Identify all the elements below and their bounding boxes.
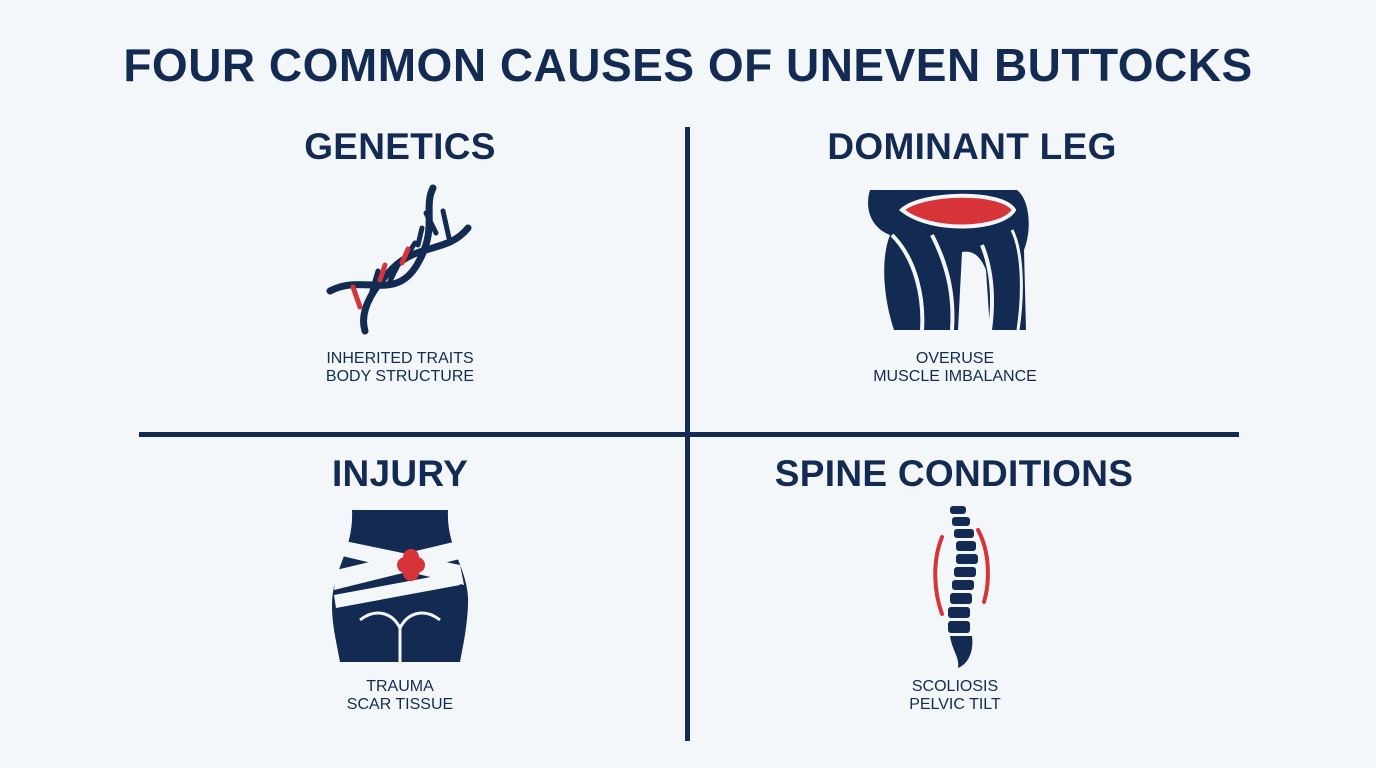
horizontal-divider — [139, 432, 1239, 437]
dna-icon — [326, 184, 472, 335]
detail-line: SCOLIOSIS — [911, 678, 999, 695]
bandaged-hips-icon — [332, 510, 469, 662]
detail-line: SCAR TISSUE — [346, 696, 454, 713]
genetics-details: INHERITED TRAITS BODY STRUCTURE — [150, 350, 650, 386]
quadrant-dominant-leg: DOMINANT LEG — [722, 128, 1222, 165]
detail-line: TRAUMA — [366, 678, 434, 695]
detail-line: MUSCLE IMBALANCE — [873, 368, 1037, 385]
injury-details: TRAUMA SCAR TISSUE — [150, 678, 650, 714]
detail-line: PELVIC TILT — [909, 696, 1001, 713]
spine-icon — [933, 506, 990, 668]
detail-line: INHERITED TRAITS — [326, 350, 474, 367]
leg-muscle-icon — [868, 190, 1029, 331]
dominant-leg-details: OVERUSE MUSCLE IMBALANCE — [705, 350, 1205, 386]
quadrant-heading: SPINE CONDITIONS — [774, 453, 1134, 494]
quadrant-heading: INJURY — [331, 453, 469, 494]
quadrant-heading: GENETICS — [304, 126, 496, 167]
detail-line: OVERUSE — [915, 350, 995, 367]
page-title: FOUR COMMON CAUSES OF UNEVEN BUTTOCKS — [123, 39, 1253, 91]
quadrant-genetics: GENETICS — [150, 128, 650, 165]
quadrant-heading: DOMINANT LEG — [827, 126, 1117, 167]
quadrant-spine-conditions: SPINE CONDITIONS — [704, 455, 1204, 492]
spine-details: SCOLIOSIS PELVIC TILT — [705, 678, 1205, 714]
detail-line: BODY STRUCTURE — [325, 368, 475, 385]
quadrant-injury: INJURY — [150, 455, 650, 492]
